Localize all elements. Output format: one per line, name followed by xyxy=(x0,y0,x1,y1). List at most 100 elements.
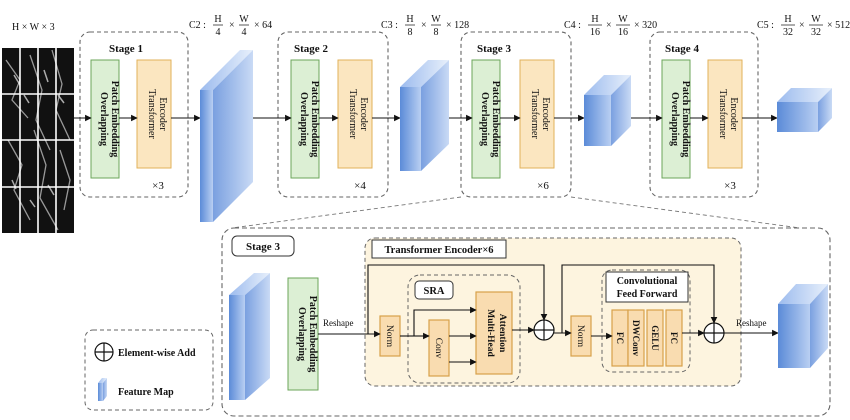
svg-text:C2 :: C2 : xyxy=(189,20,206,31)
ffn-dwconv-block xyxy=(627,309,645,367)
svg-text:W: W xyxy=(431,14,441,25)
stage-4-transformer-encoder-block xyxy=(707,59,743,169)
detail-stage-title: Stage 3 xyxy=(246,241,280,253)
stage-3-patch-embedding-line1: Overlapping xyxy=(479,92,490,146)
zoom-line-left xyxy=(231,196,462,229)
detail-patch-embedding-block xyxy=(287,277,319,391)
sra-title-box xyxy=(414,280,454,300)
detail-encoder-title: Transformer Encoder×6 xyxy=(384,245,493,256)
stage-2-box xyxy=(277,31,389,198)
residual-arrow-1 xyxy=(367,264,548,334)
legend-feature-map-label: Feature Map xyxy=(118,387,174,398)
svg-text:4: 4 xyxy=(242,27,247,38)
feature-map-c4 xyxy=(584,75,631,146)
c3-label: C3 : H 8 × W 8 × 128 xyxy=(381,14,469,38)
input-image-grid xyxy=(2,48,74,233)
residual-arrow-2 xyxy=(561,264,718,333)
stage-4-box xyxy=(649,31,759,198)
stage-1-title: Stage 1 xyxy=(109,43,143,55)
norm-block-2-label: Norm xyxy=(575,325,585,348)
zoom-line-right xyxy=(570,196,801,229)
svg-text:× 128: × 128 xyxy=(446,20,469,31)
feature-map-c3 xyxy=(400,60,449,171)
detail-transformer-encoder-region xyxy=(364,237,742,387)
ffn-title-line2: Feed Forward xyxy=(617,289,678,300)
input-image xyxy=(2,48,74,233)
stage-2-transformer-encoder-block xyxy=(337,59,373,169)
input-size-label: H × W × 3 xyxy=(12,22,55,33)
svg-text:16: 16 xyxy=(590,27,600,38)
svg-text:W: W xyxy=(239,14,249,25)
sra-conv-block xyxy=(428,319,450,377)
add-node-1 xyxy=(533,319,555,341)
svg-text:×: × xyxy=(799,20,805,31)
feature-map-c2 xyxy=(200,50,253,222)
legend-add-label: Element-wise Add xyxy=(118,348,196,359)
add-node-2 xyxy=(703,322,725,344)
stage-3-repeat: ×6 xyxy=(537,180,549,192)
element-wise-add-icon xyxy=(94,342,114,362)
svg-text:H: H xyxy=(784,14,791,25)
stage-4-patch-embedding-block xyxy=(661,59,691,179)
reshape-in-label: Reshape xyxy=(323,318,354,328)
stage-2-encoder-line1: Transformer xyxy=(347,89,358,139)
svg-text:4: 4 xyxy=(216,27,221,38)
sra-region xyxy=(407,274,521,384)
ffn-title-line1: Convolutional xyxy=(617,276,678,287)
detail-input-feature-map xyxy=(229,273,270,400)
svg-text:× 512: × 512 xyxy=(827,20,850,31)
detail-patch-embedding-line1: Overlapping xyxy=(296,307,307,361)
c4-label: C4 : H 16 × W 16 × 320 xyxy=(564,14,657,38)
stage-4-encoder-line2: Encoder xyxy=(728,97,739,131)
svg-text:16: 16 xyxy=(618,27,628,38)
reshape-out-label: Reshape xyxy=(736,318,767,328)
legend-box xyxy=(84,329,214,411)
ffn-gelu-label: GELU xyxy=(650,325,660,351)
svg-text:× 64: × 64 xyxy=(254,20,272,31)
svg-text:32: 32 xyxy=(811,27,821,38)
stage-1-encoder-line2: Encoder xyxy=(157,97,168,131)
stage-3-box xyxy=(460,31,572,198)
stage-1-patch-embedding-line2: Patch Embedding xyxy=(109,81,120,157)
feature-map-c5 xyxy=(777,88,832,132)
c2-label: C2 : H 4 × W 4 × 64 xyxy=(189,14,272,38)
stage-4-repeat: ×3 xyxy=(724,180,736,192)
ffn-gelu-block xyxy=(646,309,664,367)
stage-1-repeat: ×3 xyxy=(152,180,164,192)
svg-text:C4 :: C4 : xyxy=(564,20,581,31)
stage-4-encoder-line1: Transformer xyxy=(717,89,728,139)
stage-1-transformer-encoder-block xyxy=(136,59,172,169)
svg-text:8: 8 xyxy=(408,27,413,38)
stage-3-title: Stage 3 xyxy=(477,43,511,55)
feature-map-legend-icon xyxy=(98,378,107,401)
sra-conv-label: Conv xyxy=(433,338,443,359)
stage-4-patch-embedding-line2: Patch Embedding xyxy=(680,81,691,157)
svg-text:W: W xyxy=(811,14,821,25)
svg-text:H: H xyxy=(406,14,413,25)
svg-text:W: W xyxy=(618,14,628,25)
stage-3-patch-embedding-block xyxy=(471,59,501,179)
stage-2-patch-embedding-line1: Overlapping xyxy=(298,92,309,146)
svg-text:× 320: × 320 xyxy=(634,20,657,31)
stage-3-patch-embedding-line2: Patch Embedding xyxy=(490,81,501,157)
stage-1-box xyxy=(79,31,189,198)
stage-1-encoder-line1: Transformer xyxy=(146,89,157,139)
stage-1-patch-embedding-block xyxy=(90,59,120,179)
detail-encoder-title-box xyxy=(371,239,507,259)
stage-2-repeat: ×4 xyxy=(354,180,366,192)
svg-text:×: × xyxy=(606,20,612,31)
input-image-highlights xyxy=(11,69,65,208)
stage-4-title: Stage 4 xyxy=(665,43,699,55)
sra-title: SRA xyxy=(423,286,444,297)
svg-text:×: × xyxy=(421,20,427,31)
stage-3-encoder-line1: Transformer xyxy=(529,89,540,139)
svg-text:C5 :: C5 : xyxy=(757,20,774,31)
stage-3-encoder-line2: Encoder xyxy=(540,97,551,131)
multi-head-attention-line1: Multi-Head xyxy=(485,309,495,357)
svg-text:8: 8 xyxy=(434,27,439,38)
ffn-title-box xyxy=(605,271,689,303)
detail-patch-embedding-line2: Patch Embedding xyxy=(307,296,318,372)
stage-2-encoder-line2: Encoder xyxy=(358,97,369,131)
ffn-fc-1-label: FC xyxy=(615,332,625,344)
